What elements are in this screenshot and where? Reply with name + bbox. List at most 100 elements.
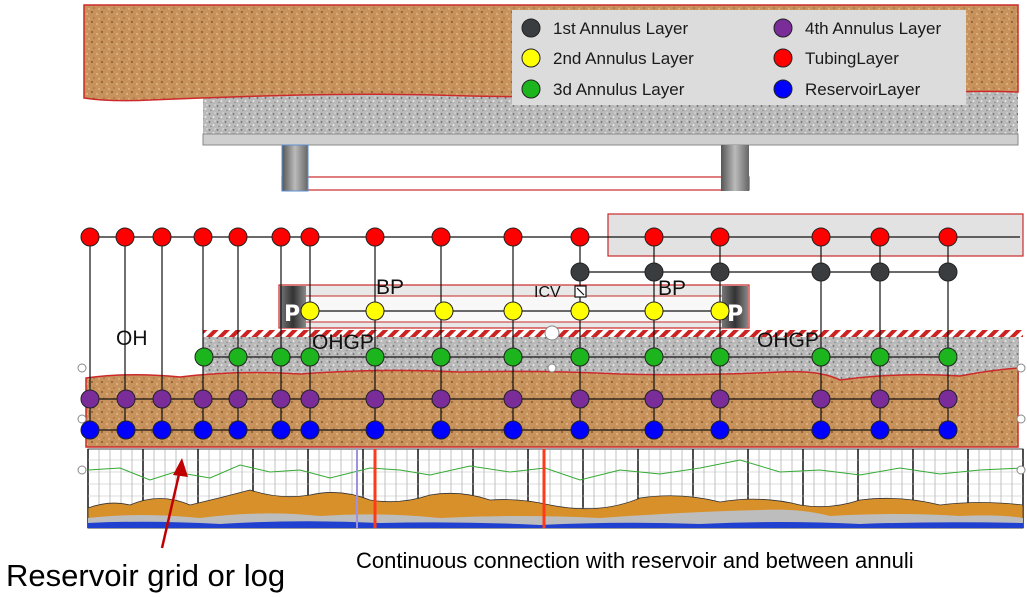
annulus4-node — [271, 389, 291, 409]
upper-tubing-outline — [281, 176, 750, 191]
annulus1-node — [811, 262, 831, 282]
annulus2-node — [365, 301, 385, 321]
tubing-node — [870, 227, 890, 247]
annulus3-node — [194, 347, 214, 367]
reservoir-node — [271, 420, 291, 440]
label-bp-left: BP — [376, 276, 404, 299]
reservoir-node — [116, 420, 136, 440]
annulus3-node — [300, 347, 320, 367]
network-nodes — [80, 227, 958, 440]
legend-item-reservoir: ReservoirLayer — [773, 79, 921, 99]
legend-label-reservoir: ReservoirLayer — [805, 80, 921, 99]
annulus1-node — [570, 262, 590, 282]
tubing-node — [938, 227, 958, 247]
annulus4-node — [365, 389, 385, 409]
caption-reservoir-grid: Reservoir grid or log — [6, 558, 286, 593]
handle-top-right — [1016, 363, 1026, 373]
handle-top-mid — [547, 363, 557, 373]
annulus3-node — [811, 347, 831, 367]
legend-marker-annulus1 — [521, 18, 541, 38]
annulus4-node — [431, 389, 451, 409]
annulus1-node — [938, 262, 958, 282]
annulus2-node — [300, 301, 320, 321]
log-blue-fill — [88, 521, 1023, 528]
arrow-head — [173, 458, 188, 477]
selection-handles — [77, 325, 1026, 475]
legend-label-annulus1: 1st Annulus Layer — [553, 19, 688, 38]
tubing-node — [570, 227, 590, 247]
tubing-node — [503, 227, 523, 247]
tubing-node — [644, 227, 664, 247]
tubing-node — [193, 227, 213, 247]
reservoir-node — [938, 420, 958, 440]
annulus3-node — [228, 347, 248, 367]
annulus3-node — [870, 347, 890, 367]
legend-marker-annulus2 — [521, 48, 541, 68]
legend-label-annulus4: 4th Annulus Layer — [805, 19, 941, 38]
annulus3-node — [365, 347, 385, 367]
annulus1-node — [870, 262, 890, 282]
annulus3-node — [570, 347, 590, 367]
handle-top-left — [77, 363, 87, 373]
annulus3-node — [503, 347, 523, 367]
tubing-node — [300, 227, 320, 247]
legend-item-tubing: TubingLayer — [773, 48, 899, 68]
legend-marker-reservoir — [773, 79, 793, 99]
annulus2-node — [644, 301, 664, 321]
legend: 1st Annulus Layer 2nd Annulus Layer 3d A… — [512, 10, 966, 105]
label-oh: OH — [116, 327, 148, 350]
reservoir-node — [503, 420, 523, 440]
icv-valve-mark — [576, 287, 585, 296]
upper-casing-shoe-right — [721, 145, 749, 191]
legend-marker-tubing — [773, 48, 793, 68]
tubing-node — [152, 227, 172, 247]
label-icv: ICV — [534, 284, 561, 301]
reservoir-node — [570, 420, 590, 440]
annulus2-node — [503, 301, 523, 321]
annulus4-node — [152, 389, 172, 409]
handle-mid-right — [1016, 414, 1026, 424]
label-ohgp-right: OHGP — [757, 329, 819, 352]
annulus4-node — [870, 389, 890, 409]
upper-casing-wall — [202, 133, 1019, 146]
reservoir-node — [870, 420, 890, 440]
legend-item-annulus1: 1st Annulus Layer — [521, 18, 688, 38]
tubing-node — [710, 227, 730, 247]
legend-item-annulus3: 3d Annulus Layer — [521, 79, 685, 99]
handle-bottom-left — [77, 465, 87, 475]
legend-label-annulus2: 2nd Annulus Layer — [553, 49, 694, 68]
annulus3-node — [431, 347, 451, 367]
legend-marker-annulus3 — [521, 79, 541, 99]
reservoir-node — [152, 420, 172, 440]
annulus2-node — [710, 301, 730, 321]
annulus4-node — [811, 389, 831, 409]
reservoir-node — [193, 420, 213, 440]
annulus2-node — [570, 301, 590, 321]
rotate-handle — [544, 325, 560, 341]
annulus4-node — [80, 389, 100, 409]
handle-bottom-right — [1016, 465, 1026, 475]
tubing-node — [365, 227, 385, 247]
reservoir-node — [300, 420, 320, 440]
packer-left-label: P — [284, 302, 300, 327]
arrow-shaft — [160, 469, 182, 549]
upper-casing-shoe-left — [281, 144, 309, 192]
legend-marker-annulus4 — [773, 18, 793, 38]
reservoir-node — [811, 420, 831, 440]
annulus3-node — [271, 347, 291, 367]
tubing-node — [811, 227, 831, 247]
annulus4-node — [228, 389, 248, 409]
legend-item-annulus4: 4th Annulus Layer — [773, 18, 941, 38]
legend-item-annulus2: 2nd Annulus Layer — [521, 48, 694, 68]
reservoir-node — [710, 420, 730, 440]
label-bp-right: BP — [658, 277, 686, 300]
tubing-node — [80, 227, 100, 247]
reservoir-node — [431, 420, 451, 440]
legend-label-tubing: TubingLayer — [805, 49, 899, 68]
annulus1-node — [644, 262, 664, 282]
annulus4-node — [710, 389, 730, 409]
annulus4-node — [193, 389, 213, 409]
reservoir-node — [644, 420, 664, 440]
tubing-node — [271, 227, 291, 247]
